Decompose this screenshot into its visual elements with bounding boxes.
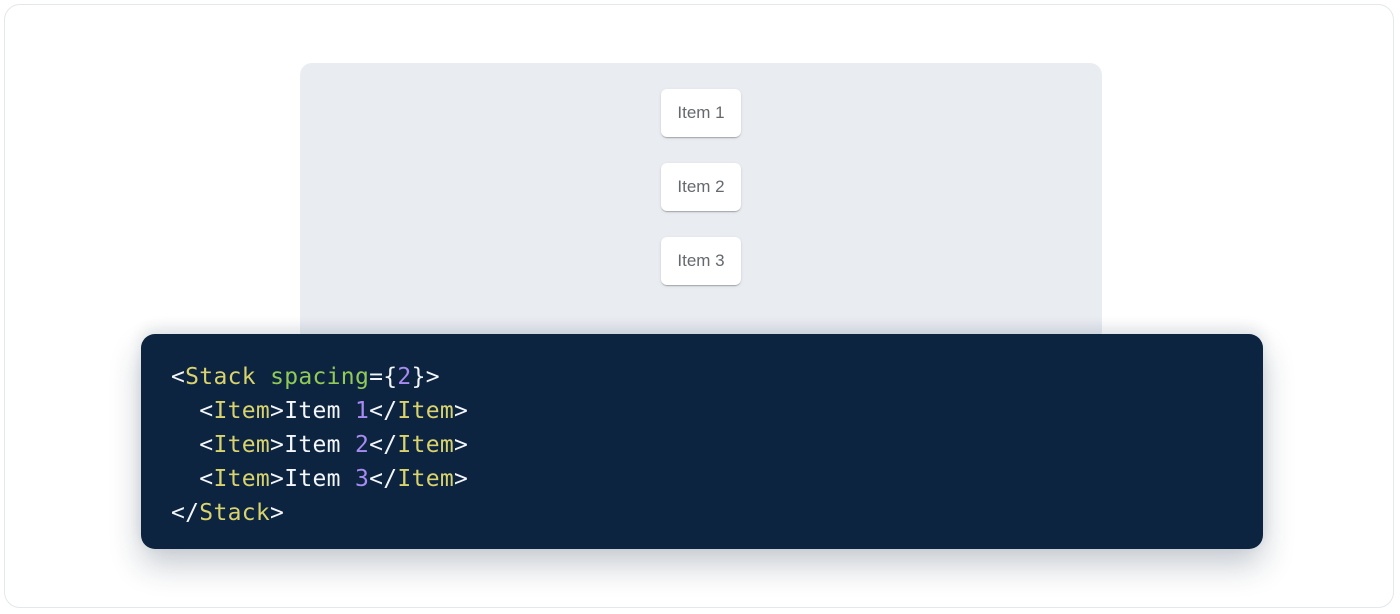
code-line: <Item>Item 1</Item> [199, 398, 469, 424]
code-block: <Stack spacing={2}> <Item>Item 1</Item> … [141, 334, 1263, 549]
app-card: Item 1 Item 2 Item 3 <Stack spacing={2}>… [4, 4, 1394, 608]
code-content: <Stack spacing={2}> <Item>Item 1</Item> … [171, 360, 1233, 530]
stack-demo: Item 1 Item 2 Item 3 [300, 63, 1102, 285]
code-line: <Item>Item 2</Item> [199, 432, 469, 458]
stack-item: Item 1 [661, 89, 741, 137]
code-line: <Item>Item 3</Item> [199, 466, 469, 492]
stack-item: Item 2 [661, 163, 741, 211]
stack-item: Item 3 [661, 237, 741, 285]
code-line: <Stack spacing={2}> [171, 364, 440, 390]
code-line: </Stack> [171, 500, 285, 526]
stack-demo-panel: Item 1 Item 2 Item 3 [300, 63, 1102, 343]
